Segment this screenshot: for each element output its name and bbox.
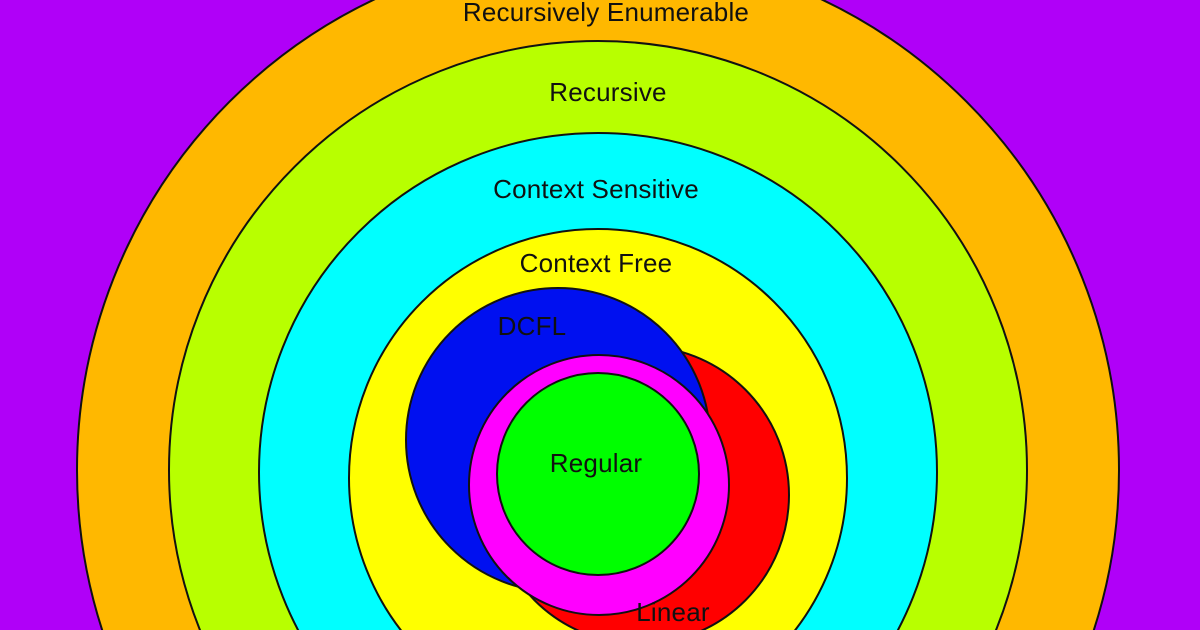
label-recursive: Recursive — [549, 77, 667, 107]
region-regular — [496, 372, 700, 576]
label-dcfl: DCFL — [497, 311, 567, 341]
label-linear: Linear — [636, 597, 710, 627]
label-recursively-enumerable: Recursively Enumerable — [462, 0, 750, 27]
label-context-free: Context Free — [519, 248, 673, 278]
label-regular: Regular — [549, 448, 643, 478]
label-context-sensitive: Context Sensitive — [493, 174, 699, 204]
